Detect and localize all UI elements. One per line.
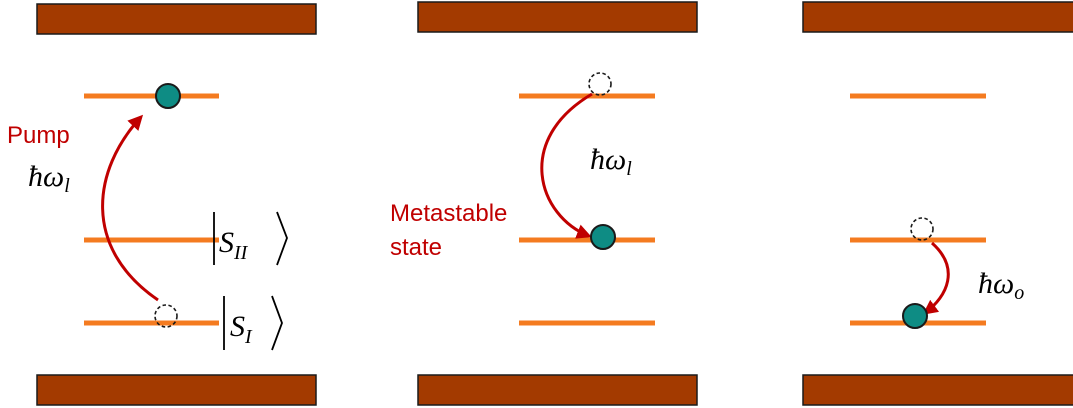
- decay-arrow: [540, 92, 593, 239]
- conduction-band-3: [802, 1, 1073, 33]
- pump-frequency: ħωl: [28, 160, 70, 197]
- empty-electron-lower-1: [154, 304, 178, 328]
- conduction-band-2: [417, 1, 698, 33]
- metastable-label: Metastable: [390, 200, 507, 227]
- empty-electron-middle-3: [910, 217, 934, 241]
- valence-band-2: [417, 374, 698, 406]
- electron-upper-1: [155, 83, 181, 109]
- svg-text:SII: SII: [219, 226, 249, 264]
- electron-lower-3: [902, 303, 928, 329]
- ket-s-ii: SII: [213, 211, 288, 266]
- valence-band-3: [802, 374, 1073, 406]
- emission-frequency: ħωo: [978, 267, 1024, 304]
- emission-arrow: [922, 241, 950, 315]
- electron-middle-2: [590, 224, 616, 250]
- state-label: state: [390, 234, 442, 261]
- empty-electron-upper-2: [588, 72, 612, 96]
- pump-arrow: [101, 114, 159, 302]
- panel-emission: ħωo: [802, 1, 1073, 406]
- decay-frequency: ħωl: [590, 143, 632, 180]
- panel-pump: Pump ħωl SII SI: [7, 3, 317, 406]
- conduction-band-1: [36, 3, 317, 35]
- panel-decay: ħωl Metastable state: [390, 1, 698, 406]
- pump-label: Pump: [7, 122, 70, 149]
- ket-s-i: SI: [223, 295, 283, 351]
- svg-text:SI: SI: [230, 310, 253, 348]
- valence-band-1: [36, 374, 317, 406]
